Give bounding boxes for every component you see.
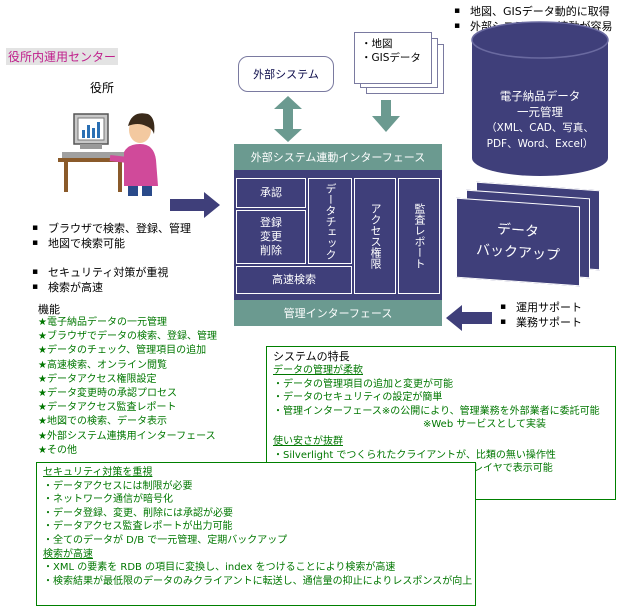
security-panel: セキュリティ対策を重視 ・データアクセスには制限が必要 ・ネットワーク通信が暗号… (36, 462, 476, 606)
support-item: 運用サポート (498, 300, 582, 315)
office-bullet: ブラウザで検索、登録、管理 (30, 221, 191, 236)
function-item: ブラウザでデータの検索、登録、管理 (38, 330, 217, 344)
management-interface-band: 管理インターフェース (234, 300, 442, 326)
operator-computer-icon (58, 113, 158, 196)
security-item: ・データ登録、変更、削除には承認が必要 (43, 507, 233, 519)
external-interface-band: 外部システム連動インターフェース (234, 144, 442, 170)
map-doc-item: ・地図 (361, 38, 393, 50)
audit-report-box: 監査レポート (398, 178, 440, 294)
database-format: （XML、CAD、写真、 (486, 122, 594, 134)
map-gis-document: ・地図 ・GISデータ (354, 32, 432, 84)
office-bullet: セキュリティ対策が重視 (30, 265, 168, 280)
function-item: 地図での検索、データ表示 (38, 415, 217, 429)
security-section-head: 検索が高速 (43, 548, 93, 560)
security-section-head: セキュリティ対策を重視 (43, 467, 153, 478)
top-note: 地図、GISデータ動的に取得 (452, 4, 613, 19)
office-bullet: 検索が高速 (30, 280, 168, 295)
backup-box: データ バックアップ (456, 197, 580, 287)
map-data-down-arrow (372, 100, 400, 132)
function-item: 外部システム連携用インターフェース (38, 430, 217, 444)
register-label: 登録 (260, 216, 282, 229)
access-rights-label: アクセス権限 (369, 203, 382, 269)
database-title: 電子納品データ (499, 89, 581, 103)
security-item: ・全てのデータが D/B で一元管理、定期バックアップ (43, 534, 288, 546)
features-item: ※Web サービスとして実装 (423, 419, 547, 431)
database-subtitle: 一元管理 (517, 105, 563, 119)
data-check-label: データチェック (324, 182, 337, 260)
security-item: ・データアクセス監査レポートが出力可能 (43, 521, 233, 533)
function-item: データアクセス権限設定 (38, 373, 217, 387)
office-bullets-b: セキュリティ対策が重視 検索が高速 (30, 265, 168, 295)
features-section-head: データの管理が柔軟 (273, 365, 363, 376)
office-to-system-arrow (170, 192, 220, 218)
function-item: 電子納品データの一元管理 (38, 316, 217, 330)
security-item: ・データアクセスには制限が必要 (43, 480, 193, 492)
security-item: ・XML の要素を RDB の項目に変換し、index をつけることにより検索が… (43, 562, 396, 574)
database-label: 電子納品データ 一元管理 （XML、CAD、写真、 PDF、Word、Excel… (470, 88, 610, 152)
function-item: データのチェック、管理項目の追加 (38, 344, 217, 358)
function-item: その他 (38, 444, 217, 458)
database-cylinder-icon (471, 21, 609, 176)
features-item: ・Silverlight でつくられたクライアントが、比類の無い操作性 (273, 449, 556, 461)
features-item: ・データのセキュリティの設定が簡単 (273, 392, 443, 404)
map-doc-item: ・GISデータ (361, 52, 421, 64)
operation-center-title: 役所内運用センター (6, 48, 119, 65)
fast-search-box: 高速検索 (236, 266, 352, 294)
backup-line: バックアップ (476, 242, 560, 264)
change-label: 変更 (260, 230, 282, 243)
delete-label: 削除 (260, 244, 282, 257)
office-bullets-a: ブラウザで検索、登録、管理 地図で検索可能 (30, 221, 191, 251)
support-list: 運用サポート 業務サポート (498, 300, 582, 330)
features-item: ・管理インターフェース※の公開により、管理業務を外部業者に委託可能 (273, 405, 600, 417)
features-title: システムの特長 (273, 350, 350, 363)
support-arrow (446, 305, 492, 331)
security-item: ・ネットワーク通信が暗号化 (43, 494, 173, 506)
support-item: 業務サポート (498, 315, 582, 330)
backup-line: データ (497, 221, 539, 241)
approve-box: 承認 (236, 178, 306, 208)
features-item: ・データの管理項目の追加と変更が可能 (273, 378, 453, 390)
features-section-head: 使い安さが抜群 (273, 435, 343, 447)
function-item: 高速検索、オンライン閲覧 (38, 359, 217, 373)
function-item: データ変更時の承認プロセス (38, 387, 217, 401)
data-check-box: データチェック (308, 178, 352, 264)
register-box: 登録 変更 削除 (236, 210, 306, 264)
external-system-box: 外部システム (238, 56, 334, 92)
function-item: データアクセス監査レポート (38, 401, 217, 415)
functions-list: 電子納品データの一元管理 ブラウザでデータの検索、登録、管理 データのチェック、… (38, 316, 217, 458)
external-sync-arrow (274, 96, 302, 142)
access-rights-box: アクセス権限 (354, 178, 396, 294)
security-item: ・検索結果が最低限のデータのみクライアントに転送し、通信量の抑止によりレスポンス… (43, 575, 473, 587)
functions-title: 機能 (38, 303, 60, 316)
audit-report-label: 監査レポート (413, 203, 426, 269)
office-label: 役所 (90, 81, 115, 95)
office-bullet: 地図で検索可能 (30, 236, 191, 251)
database-format: PDF、Word、Excel） (486, 138, 594, 150)
